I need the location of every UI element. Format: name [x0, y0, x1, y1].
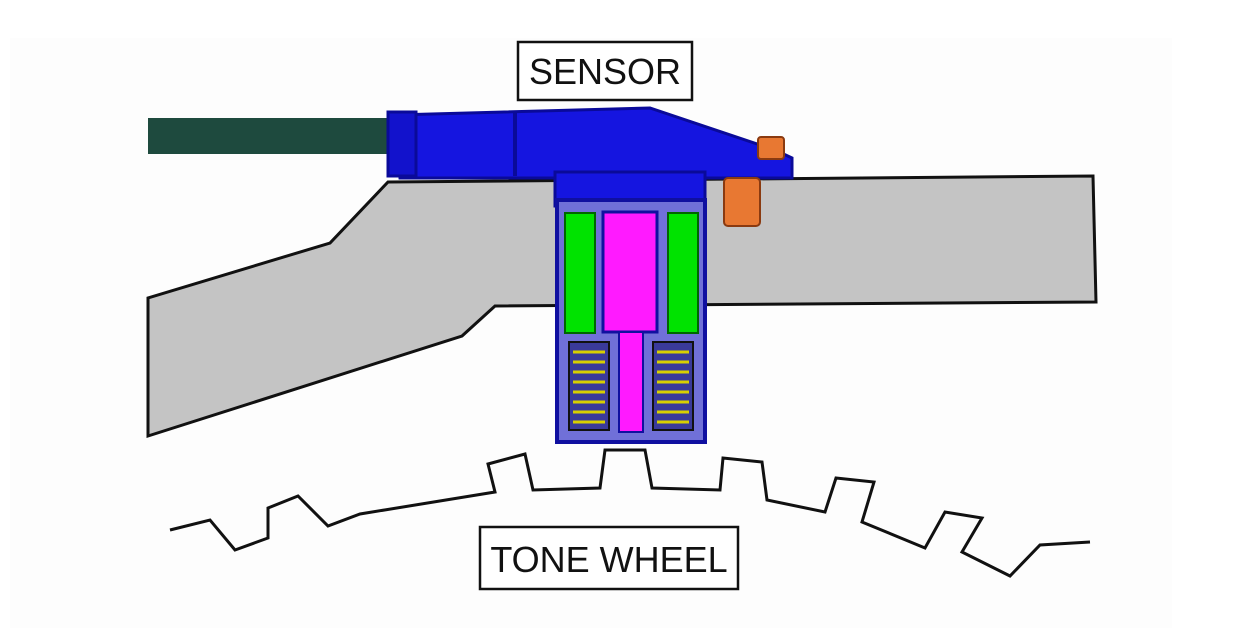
cable-boot: [386, 110, 418, 178]
permanent-magnet: [601, 210, 659, 334]
winding-left: [564, 212, 596, 334]
sensor-housing: [393, 106, 794, 180]
tone-wheel-teeth: [169, 448, 1091, 578]
sensor-cable: [148, 118, 398, 154]
coil-left: [568, 341, 610, 431]
coil-right: [652, 341, 694, 431]
sensor-label: SENSOR: [516, 40, 694, 102]
tone-wheel-label-box: [478, 525, 740, 591]
bolt-head: [757, 136, 785, 160]
winding-right: [667, 212, 699, 334]
retaining-bolt: [723, 177, 761, 227]
tone-wheel-label-text: TONE WHEEL: [490, 539, 727, 580]
pole-piece: [618, 331, 644, 433]
tone-wheel-label: TONE WHEEL: [478, 525, 740, 591]
mounting-bracket: [146, 174, 1098, 439]
sensor-label-box: [516, 40, 694, 102]
sensor-label-text: SENSOR: [529, 51, 681, 92]
